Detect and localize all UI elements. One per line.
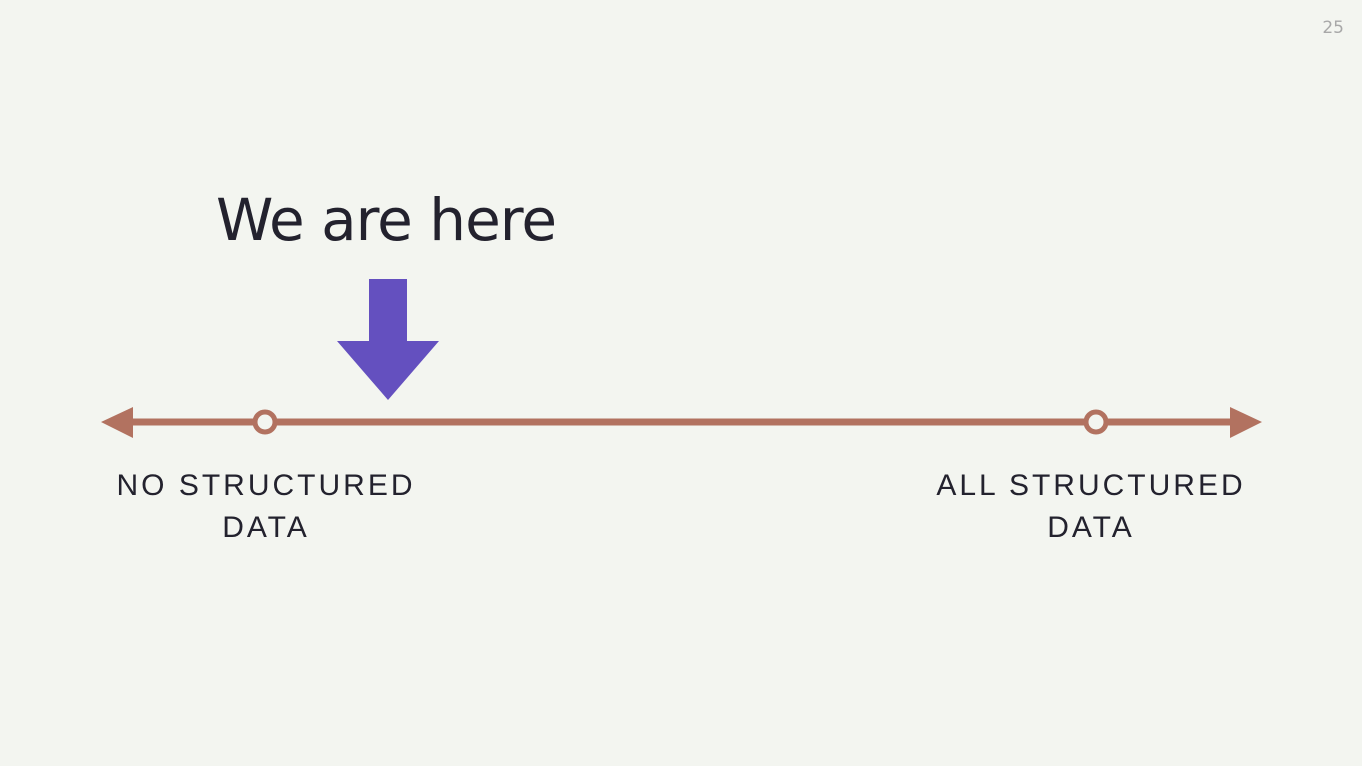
left-label-line1: NO STRUCTURED xyxy=(116,469,416,502)
page-number: 25 xyxy=(1322,18,1344,38)
left-marker xyxy=(252,409,278,435)
right-arrowhead-icon xyxy=(1230,407,1262,438)
right-label-line2: DATA xyxy=(1047,511,1135,544)
right-marker xyxy=(1083,409,1109,435)
we-are-here-arrow-icon xyxy=(337,279,439,400)
right-endpoint-label: ALL STRUCTURED DATA xyxy=(881,465,1301,549)
left-label-line2: DATA xyxy=(222,511,310,544)
right-label-line1: ALL STRUCTURED xyxy=(936,469,1246,502)
left-endpoint-label: NO STRUCTURED DATA xyxy=(56,465,476,549)
left-arrowhead-icon xyxy=(101,407,133,438)
slide-title: We are here xyxy=(216,186,557,254)
